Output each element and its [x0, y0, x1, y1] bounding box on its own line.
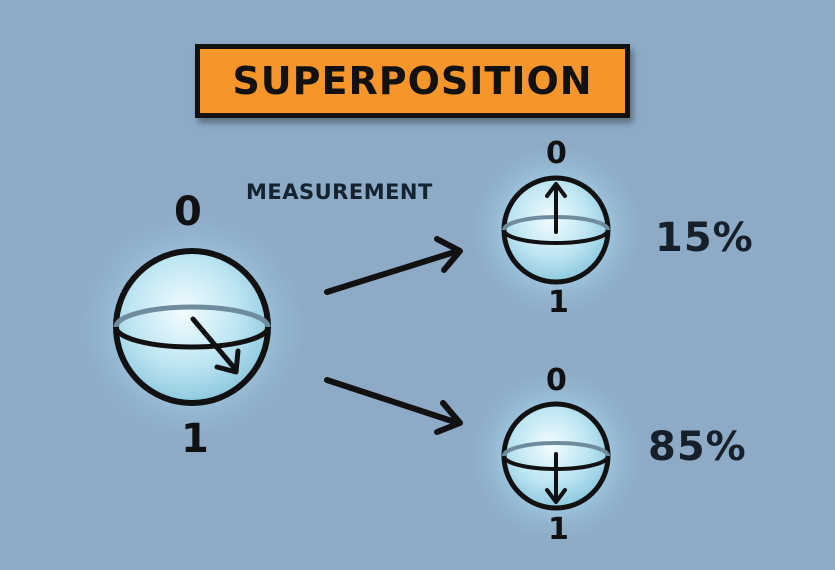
page-title: SUPERPOSITION: [232, 59, 593, 103]
outcome2-state-zero-label: 0: [546, 363, 567, 398]
superposition-state-zero-label: 0: [174, 189, 202, 235]
outcome2-probability: 85%: [648, 424, 747, 470]
measurement-arrow-up: [324, 236, 463, 295]
measurement-label: MEASUREMENT: [246, 180, 433, 204]
measurement-arrow-down: [324, 377, 463, 435]
state-vector-arrow: [190, 316, 239, 373]
outcome2-state-one-label: 1: [548, 512, 569, 547]
outcome-sphere-one: [461, 361, 651, 551]
superposition-state-one-label: 1: [181, 416, 209, 462]
superposition-sphere: [67, 202, 317, 452]
outcome1-state-zero-label: 0: [546, 136, 567, 171]
outcome1-probability: 15%: [655, 215, 754, 261]
outcome-sphere-zero: [461, 135, 651, 325]
outcome1-state-one-label: 1: [548, 285, 569, 320]
title-banner: SUPERPOSITION: [195, 44, 630, 118]
